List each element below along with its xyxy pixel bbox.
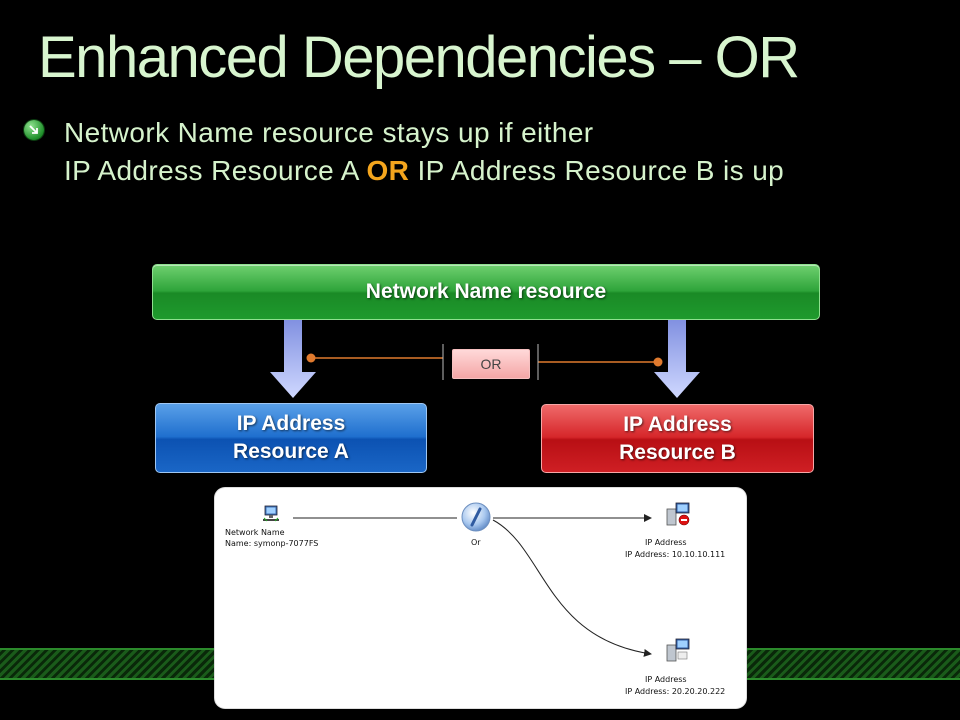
report-network-name-title: Network Name [225,528,285,537]
network-computer-icon [263,505,279,522]
bullet-line-2: IP Address Resource A OR IP Address Reso… [64,152,784,190]
ip-b-line1: IP Address [623,413,732,436]
ip-address-resource-a-box: IP Address Resource A [155,403,427,473]
report-ip1-detail: IP Address: 10.10.10.111 [625,550,726,559]
arrow-down-right-icon [654,318,700,398]
connector-dot-right [653,357,663,367]
slide-title: Enhanced Dependencies – OR [38,25,800,90]
ip-b-line2: Resource B [619,441,736,464]
arrow-bullet-icon [24,120,44,140]
report-ip2-detail: IP Address: 20.20.20.222 [625,687,726,696]
ip-address-resource-b-box: IP Address Resource B [541,404,814,473]
or-emphasis: OR [366,155,410,186]
report-ip1-title: IP Address [645,538,687,547]
or-node-icon [461,502,491,532]
connector-dot-left [306,353,316,363]
ip-address-server-icon [666,638,690,662]
bullet-line-1: Network Name resource stays up if either [64,117,594,148]
report-connectors [293,514,652,657]
bullet-line-2-post: IP Address Resource B is up [409,155,785,186]
dependency-report-screenshot: Network Name Name: symonp-7077FS Or IP A… [215,488,746,708]
report-ip2-title: IP Address [645,675,687,684]
ip-a-line2: Resource A [233,440,349,463]
ip-a-line1: IP Address [236,412,346,435]
bullet-text: Network Name resource stays up if either… [64,114,784,190]
arrow-down-left-icon [270,318,316,398]
report-or-label: Or [471,538,481,547]
ip-address-server-error-icon [666,502,690,526]
network-name-resource-box: Network Name resource [152,264,820,320]
or-chip: OR [452,349,530,379]
bullet-line-2-pre: IP Address Resource A [64,155,367,186]
report-network-name-detail: Name: symonp-7077FS [225,539,319,548]
